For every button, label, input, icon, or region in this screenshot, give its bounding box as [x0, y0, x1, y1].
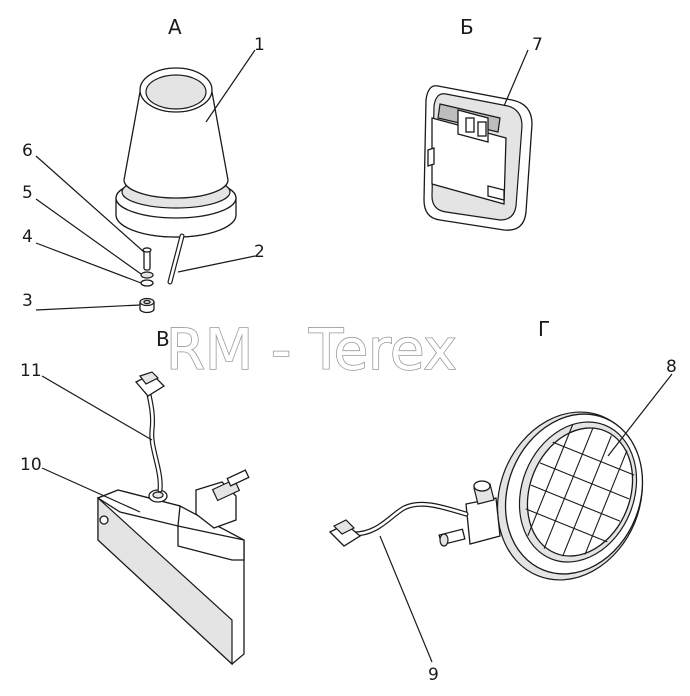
leader-10	[41, 467, 141, 513]
leader-6	[35, 155, 145, 253]
callout-4: 4	[22, 227, 33, 247]
leader-lines	[35, 49, 673, 663]
callout-9: 9	[428, 665, 439, 685]
leader-4	[35, 242, 142, 284]
watermark: RM - Terex	[166, 318, 457, 383]
round-grille-lamp-assembly	[328, 411, 644, 581]
callout-7: 7	[532, 35, 543, 55]
callout-11: 11	[20, 361, 42, 381]
leader-9	[379, 535, 433, 663]
leader-7	[503, 49, 529, 107]
beacon-lamp-assembly	[115, 67, 237, 314]
view-label-b: Б	[460, 15, 474, 39]
leader-1	[205, 49, 256, 123]
view-label-v: В	[156, 327, 170, 351]
view-label-g: Г	[538, 317, 550, 341]
leader-5	[35, 198, 142, 275]
callout-3: 3	[22, 291, 33, 311]
callout-8: 8	[666, 357, 677, 377]
bracket-work-light-assembly	[96, 371, 250, 666]
callout-6: 6	[22, 141, 33, 161]
callout-1: 1	[254, 35, 265, 55]
leader-8	[607, 373, 673, 457]
leader-2	[177, 255, 256, 273]
leader-3	[35, 304, 141, 311]
view-label-a: А	[168, 15, 182, 39]
rectangular-lamp-assembly	[423, 85, 533, 231]
leader-11	[41, 375, 153, 441]
callout-10: 10	[20, 455, 42, 475]
callout-5: 5	[22, 183, 33, 203]
callout-2: 2	[254, 242, 265, 262]
